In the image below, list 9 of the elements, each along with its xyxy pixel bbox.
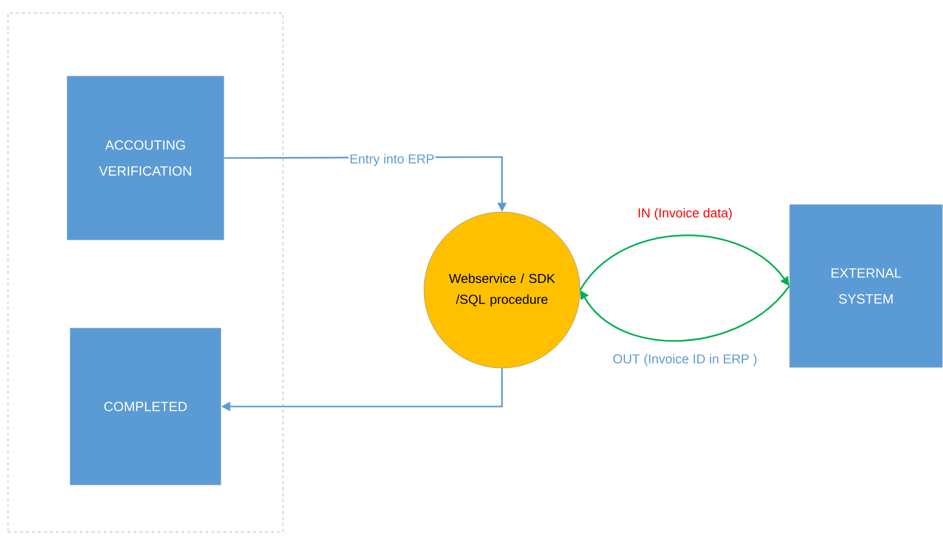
- edge-label: IN (Invoice data): [636, 206, 734, 222]
- edge-label: Entry into ERP: [348, 152, 436, 168]
- process-box: COMPLETED: [70, 328, 222, 486]
- process-box: EXTERNAL SYSTEM: [789, 204, 943, 368]
- arrow: [580, 285, 790, 342]
- process-box: ACCOUTING VERIFICATION: [66, 76, 224, 240]
- dashed-frame: [8, 12, 284, 532]
- edge-label: OUT (Invoice ID in ERP ): [612, 352, 758, 368]
- arrow: [580, 234, 790, 290]
